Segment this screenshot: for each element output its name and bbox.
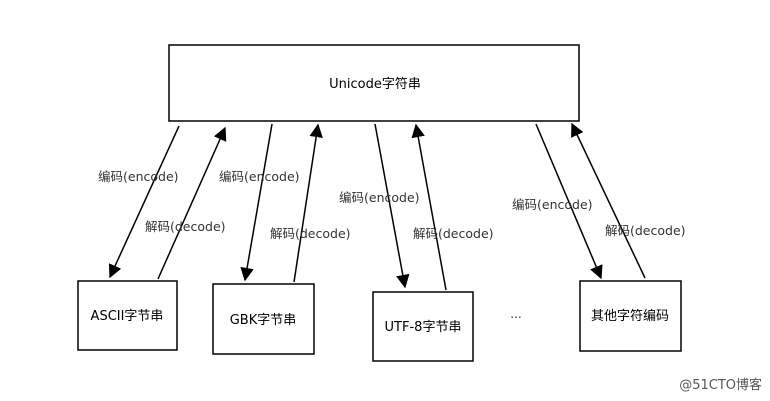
decode-arrow-ascii	[157, 126, 227, 280]
ascii-bytes-box	[77, 280, 178, 351]
unicode-string-box	[168, 44, 580, 122]
encode-arrow-other	[535, 123, 603, 280]
decode-label-ascii: 解码(decode)	[145, 219, 226, 234]
watermark: @51CTO博客	[679, 377, 762, 393]
encode-label-utf8: 编码(encode)	[339, 190, 420, 205]
decode-label-other: 解码(decode)	[605, 223, 686, 238]
utf8-bytes-label: UTF-8字节串	[385, 320, 462, 335]
ascii-bytes-label: ASCII字节串	[91, 309, 164, 324]
encode-label-other: 编码(encode)	[512, 197, 593, 212]
other-encoding-box	[579, 280, 682, 352]
decode-label-utf8: 解码(decode)	[413, 226, 494, 241]
decode-arrow-gbk	[293, 123, 323, 283]
encode-label-gbk: 编码(encode)	[219, 169, 300, 184]
encode-arrow-gbk	[240, 123, 273, 282]
gbk-bytes-label: GBK字节串	[230, 313, 297, 328]
encode-arrow-ascii	[108, 125, 180, 279]
utf8-bytes-box	[372, 291, 474, 362]
encode-label-ascii: 编码(encode)	[98, 169, 179, 184]
unicode-string-label: Unicode字符串	[329, 76, 421, 92]
ellipsis: ...	[510, 307, 521, 321]
gbk-bytes-box	[212, 283, 315, 355]
decode-label-gbk: 解码(decode)	[270, 226, 351, 241]
decode-arrow-utf8	[411, 123, 447, 291]
other-encoding-label: 其他字符编码	[591, 308, 669, 324]
decode-arrow-other	[571, 122, 646, 279]
encode-arrow-utf8	[374, 123, 410, 289]
